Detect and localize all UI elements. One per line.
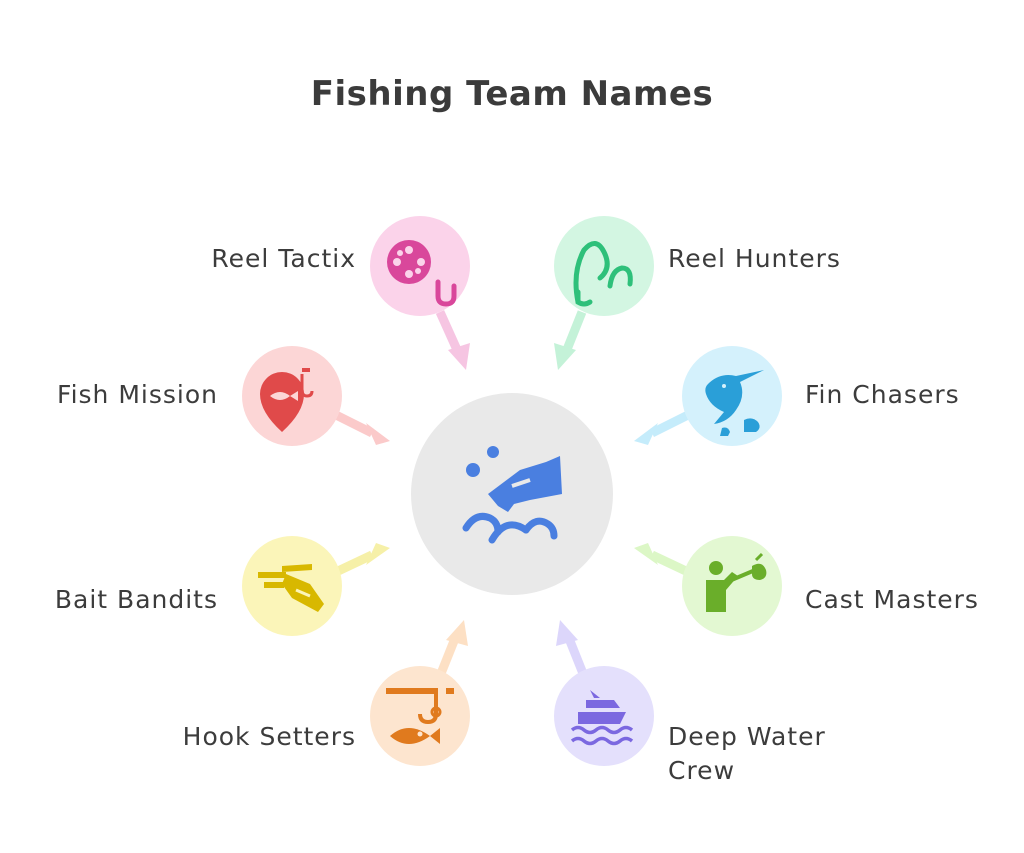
- fishing-reel-icon: [387, 240, 457, 307]
- arrow-bait-bandits: [334, 543, 390, 577]
- label-deep-water-crew: Deep Water Crew: [668, 722, 826, 785]
- node-reel-tactix: [370, 216, 470, 316]
- diagram-title: Fishing Team Names: [310, 74, 714, 114]
- label-hook-setters: Hook Setters: [182, 722, 356, 751]
- node-deep-water-crew: [554, 666, 654, 766]
- label-reel-hunters: Reel Hunters: [668, 244, 841, 273]
- node-fish-mission: [242, 346, 342, 446]
- label-cast-masters: Cast Masters: [805, 585, 979, 614]
- node-reel-hunters: [554, 216, 654, 316]
- arrow-fin-chasers: [634, 410, 691, 445]
- fishing-line-icon: [573, 241, 633, 307]
- node-hook-setters: [370, 666, 470, 766]
- node-cast-masters: [682, 536, 782, 636]
- arrow-cast-masters: [634, 543, 690, 577]
- arrow-deep-water-crew: [556, 620, 589, 678]
- hand-fishing-in-waves-icon: [462, 446, 562, 544]
- label-fin-chasers: Fin Chasers: [805, 380, 960, 409]
- arrows: [333, 310, 691, 678]
- node-fin-chasers: [682, 346, 782, 446]
- boat-on-waves-icon: [570, 690, 634, 746]
- label-fish-mission: Fish Mission: [57, 380, 218, 409]
- hook-and-fish-icon: [386, 688, 454, 744]
- label-bait-bandits: Bait Bandits: [54, 585, 218, 614]
- center-node: [411, 393, 613, 595]
- fish-location-pin-icon: [260, 368, 314, 432]
- angler-with-rod-icon: [706, 552, 767, 612]
- bait-lure-icon: [258, 564, 324, 612]
- label-reel-tactix: Reel Tactix: [211, 244, 356, 273]
- node-bait-bandits: [242, 536, 342, 636]
- jumping-marlin-icon: [705, 370, 764, 436]
- arrow-reel-tactix: [435, 310, 470, 370]
- arrow-fish-mission: [333, 410, 390, 445]
- arrow-reel-hunters: [554, 310, 587, 370]
- arrow-hook-setters: [435, 620, 468, 678]
